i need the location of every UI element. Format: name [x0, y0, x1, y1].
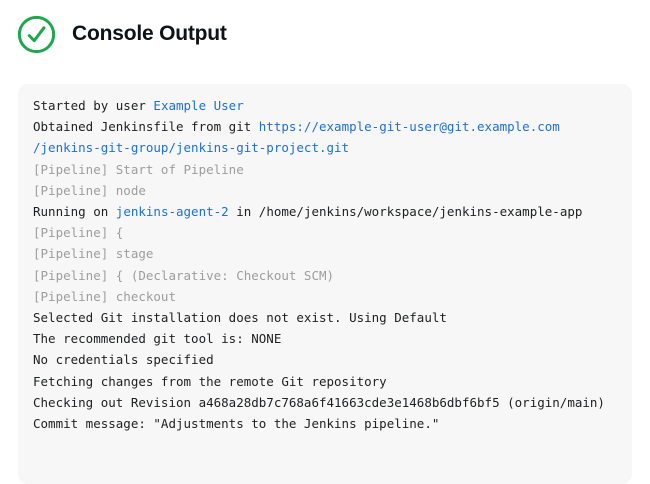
pipeline-step-text: [Pipeline] node — [33, 182, 146, 198]
console-line: Fetching changes from the remote Git rep… — [33, 371, 617, 392]
console-line: [Pipeline] stage — [33, 243, 617, 264]
console-line: Selected Git installation does not exist… — [33, 307, 617, 328]
console-line: /jenkins-git-group/jenkins-git-project.g… — [33, 137, 617, 158]
console-line: [Pipeline] node — [33, 180, 617, 201]
console-line: [Pipeline] checkout — [33, 286, 617, 307]
console-text: The recommended git tool is: NONE — [33, 331, 282, 347]
pipeline-step-text: [Pipeline] Start of Pipeline — [33, 161, 244, 177]
page-title: Console Output — [72, 22, 227, 45]
console-line: Checking out Revision a468a28db7c768a6f4… — [33, 392, 617, 413]
console-line: Running on jenkins-agent-2 in /home/jenk… — [33, 201, 617, 222]
console-line: The recommended git tool is: NONE — [33, 328, 617, 349]
console-text: Running on — [33, 204, 116, 220]
pipeline-step-text: [Pipeline] stage — [33, 246, 154, 262]
console-line: [Pipeline] { — [33, 222, 617, 243]
console-text: Fetching changes from the remote Git rep… — [33, 373, 387, 389]
console-link[interactable]: /jenkins-git-group/jenkins-git-project.g… — [33, 140, 350, 156]
console-text: Started by user — [33, 98, 154, 113]
console-text: in /home/jenkins/workspace/jenkins-examp… — [228, 204, 583, 220]
pipeline-step-text: [Pipeline] { (Declarative: Checkout SCM) — [33, 267, 335, 283]
console-text: Commit message: "Adjustments to the Jenk… — [33, 416, 440, 432]
build-success-icon — [17, 15, 56, 53]
console-line: Started by user Example User — [33, 95, 617, 116]
console-link[interactable]: https://example-git-user@git.example.com — [258, 119, 560, 135]
console-line: [Pipeline] { (Declarative: Checkout SCM) — [33, 265, 617, 286]
console-link[interactable]: jenkins-agent-2 — [115, 204, 229, 220]
console-link[interactable]: Example User — [153, 98, 244, 113]
console-line: [Pipeline] Start of Pipeline — [33, 159, 617, 180]
console-text: Selected Git installation does not exist… — [33, 310, 447, 326]
console-output-header: Console Output — [0, 0, 650, 84]
console-text: Checking out Revision a468a28db7c768a6f4… — [33, 394, 605, 410]
pipeline-step-text: [Pipeline] checkout — [33, 288, 176, 304]
console-text: No credentials specified — [33, 352, 214, 368]
console-text: Obtained Jenkinsfile from git — [33, 119, 259, 135]
console-line: Obtained Jenkinsfile from git https://ex… — [33, 116, 617, 137]
console-line: Commit message: "Adjustments to the Jenk… — [33, 413, 617, 434]
pipeline-step-text: [Pipeline] { — [33, 225, 124, 241]
console-line: No credentials specified — [33, 349, 617, 370]
